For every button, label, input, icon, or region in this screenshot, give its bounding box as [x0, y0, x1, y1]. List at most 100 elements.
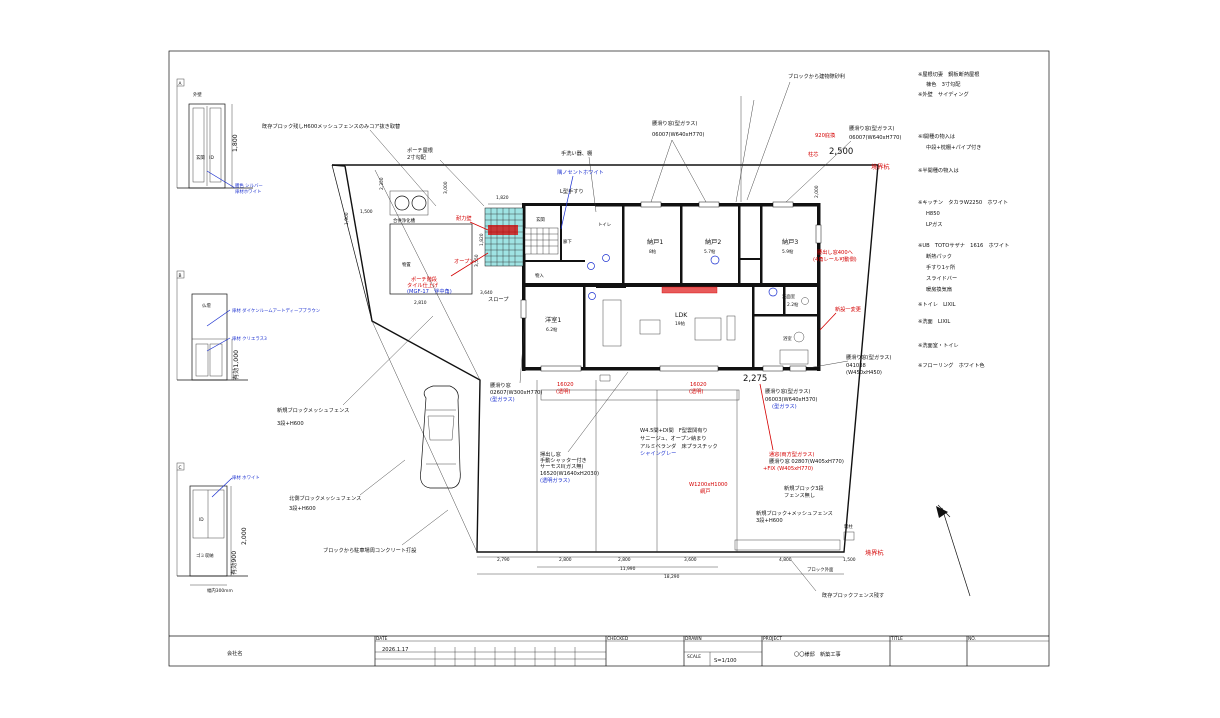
svg-text:境界杭: 境界杭: [865, 549, 884, 557]
svg-text:3,640: 3,640: [480, 290, 493, 296]
room-ldk: LDK: [675, 312, 688, 319]
kitchen-fixtures: [587, 254, 809, 382]
svg-text:ブロックから建物際砂利: ブロックから建物際砂利: [788, 72, 845, 80]
svg-text:手すり1ヶ所: 手すり1ヶ所: [926, 263, 955, 271]
svg-text:ポーチ階段: ポーチ階段: [411, 275, 437, 283]
dimensions-bottom: 2,790 2,800 2,800 3,600 4,800 11,990 18,…: [477, 556, 856, 580]
drawing-date: 2026.1.17: [382, 647, 408, 653]
svg-text:NO.: NO.: [968, 636, 976, 642]
svg-text:2,500: 2,500: [829, 147, 853, 157]
svg-text:(型ガラス): (型ガラス): [490, 395, 515, 403]
svg-text:※洗面 LIXIL: ※洗面 LIXIL: [918, 317, 950, 325]
dimensions-top: 1,820 3,640 2,810 3,000 2,350 1,500 3,55…: [344, 177, 820, 306]
room-genkan: 玄関: [536, 216, 545, 223]
svg-text:3段+H600: 3段+H600: [277, 419, 304, 427]
elev-a-dim: 1,800: [232, 134, 239, 152]
elev-b-note2: 扉材 クリエラス3: [232, 335, 267, 342]
svg-text:920庇換: 920庇換: [815, 131, 836, 139]
spec-notes: ※屋根切妻 鋼板断熱屋根 棟色 3寸勾配 ※外壁 サイディング ※I開種の物入は…: [918, 70, 1009, 369]
svg-text:16020: 16020: [557, 382, 574, 388]
svg-text:2,800: 2,800: [618, 557, 631, 563]
svg-text:中段+枕棚+パイプ付き: 中段+枕棚+パイプ付き: [926, 143, 981, 151]
svg-text:既存ブロックフェンス残す: 既存ブロックフェンス残す: [822, 591, 884, 599]
svg-text:8帖: 8帖: [649, 248, 657, 255]
svg-text:2寸勾配: 2寸勾配: [407, 153, 427, 161]
site-boundary: [331, 164, 879, 553]
svg-text:※I開種の物入は: ※I開種の物入は: [918, 132, 955, 140]
svg-text:オープン: オープン: [454, 258, 474, 265]
svg-text:5.7帖: 5.7帖: [704, 248, 716, 255]
room-bath: 浴室: [783, 335, 792, 342]
svg-text:※屋根切妻 鋼板断熱屋根: ※屋根切妻 鋼板断熱屋根: [918, 70, 979, 78]
svg-text:L型手すり: L型手すり: [560, 187, 584, 195]
elev-c-dimlabel: 有効900: [230, 551, 238, 575]
svg-text:※半開種の物入は: ※半開種の物入は: [918, 166, 959, 174]
svg-text:腰滑り窓 02807(W405xH770): 腰滑り窓 02807(W405xH770): [769, 457, 844, 465]
svg-text:新規ブロック3段: 新規ブロック3段: [784, 484, 824, 492]
svg-text:6.2帖: 6.2帖: [546, 326, 558, 333]
elev-c-dim: 2,000: [241, 527, 248, 545]
project-name: 〇〇様邸 新築工事: [794, 650, 841, 658]
svg-text:3,000: 3,000: [443, 181, 449, 194]
svg-text:11,990: 11,990: [620, 566, 636, 572]
svg-text:3段+H600: 3段+H600: [756, 516, 783, 524]
svg-text:4,800: 4,800: [779, 557, 792, 563]
svg-text:断熱パック: 断熱パック: [926, 252, 952, 260]
parking-lines: [536, 380, 841, 552]
svg-text:棟色 3寸勾配: 棟色 3寸勾配: [926, 80, 961, 88]
svg-text:腰出し窓400へ: 腰出し窓400へ: [817, 248, 853, 256]
svg-text:※トイレ LIXIL: ※トイレ LIXIL: [918, 302, 956, 308]
room-nando3: 納戸3: [782, 238, 798, 246]
svg-text:06003(W640xH370): 06003(W640xH370): [765, 397, 817, 403]
svg-text:LPガス: LPガス: [926, 220, 942, 228]
svg-text:網戸: 網戸: [700, 487, 710, 495]
svg-text:PROJECT: PROJECT: [763, 636, 782, 642]
svg-text:(透明ガラス): (透明ガラス): [540, 476, 570, 484]
septic-area: 物置 合併浄化槽: [389, 190, 473, 295]
svg-text:※外壁 サイディング: ※外壁 サイディング: [918, 90, 969, 98]
svg-text:手洗い器、棚: 手洗い器、棚: [561, 149, 592, 157]
svg-text:腰滑り窓(型ガラス): 腰滑り窓(型ガラス): [846, 353, 891, 361]
svg-text:2,790: 2,790: [497, 557, 510, 563]
svg-text:1,820: 1,820: [479, 233, 485, 246]
room-nando2: 納戸2: [705, 238, 721, 246]
svg-text:(型ガラス): (型ガラス): [772, 402, 797, 410]
company-name: 会社名: [227, 649, 243, 657]
room-rouka: 廊下: [563, 238, 572, 245]
svg-text:06007(W640xH770): 06007(W640xH770): [652, 132, 704, 138]
svg-text:19帖: 19帖: [675, 320, 686, 327]
elev-c-tag: C: [179, 465, 182, 471]
elev-b-title: 仏壇: [202, 302, 211, 309]
room-labels: 納戸1 8帖 納戸2 5.7帖 納戸3 5.9帖 洋室1 6.2帖 LDK 19…: [535, 216, 799, 342]
svg-text:タイル仕上げ: タイル仕上げ: [407, 281, 439, 289]
elevation-b: B 仏壇 有効1,000 扉材 ダイケンルームアートディープブラウン 扉材 クリ…: [176, 270, 321, 381]
svg-text:DATE: DATE: [376, 636, 388, 642]
svg-text:3段+H600: 3段+H600: [289, 504, 316, 512]
svg-text:3,550: 3,550: [474, 254, 480, 267]
svg-text:※キッチン タカラW2250 ホワイト: ※キッチン タカラW2250 ホワイト: [918, 198, 1008, 206]
elev-a-note1: 膳色 シルバー: [235, 182, 263, 189]
svg-text:サニージュ、オープン納まり: サニージュ、オープン納まり: [640, 434, 707, 442]
svg-text:(透明): (透明): [689, 387, 703, 395]
room-yoshitsu: 洋室1: [545, 316, 561, 324]
svg-text:+FIX (W405xH770): +FIX (W405xH770): [763, 466, 813, 472]
svg-text:2.2帖: 2.2帖: [787, 301, 799, 308]
svg-text:境界杭: 境界杭: [871, 163, 890, 171]
svg-text:1,500: 1,500: [843, 557, 856, 563]
svg-text:1,500: 1,500: [360, 209, 373, 215]
svg-text:16020: 16020: [690, 382, 707, 388]
svg-text:02607(W300xH770): 02607(W300xH770): [490, 390, 542, 396]
svg-text:新規ブロックメッシュフェンス: 新規ブロックメッシュフェンス: [277, 406, 349, 414]
svg-text:18,290: 18,290: [664, 574, 680, 580]
svg-text:2,800: 2,800: [559, 557, 572, 563]
svg-text:(4角レール可動側): (4角レール可動側): [813, 255, 857, 263]
svg-text:スライドバー: スライドバー: [926, 275, 957, 282]
elev-b-note1: 扉材 ダイケンルームアートディープブラウン: [232, 307, 321, 314]
svg-text:新設一変更: 新設一変更: [835, 305, 862, 313]
svg-text:06007(W640xH770): 06007(W640xH770): [849, 135, 901, 141]
svg-text:腰滑り窓(型ガラス): 腰滑り窓(型ガラス): [849, 124, 894, 132]
room-toilet: トイレ: [598, 223, 611, 228]
svg-text:※フローリング ホワイト色: ※フローリング ホワイト色: [918, 361, 985, 369]
elev-b-dim: 有効1,000: [232, 350, 240, 380]
car-outline: [420, 385, 461, 489]
